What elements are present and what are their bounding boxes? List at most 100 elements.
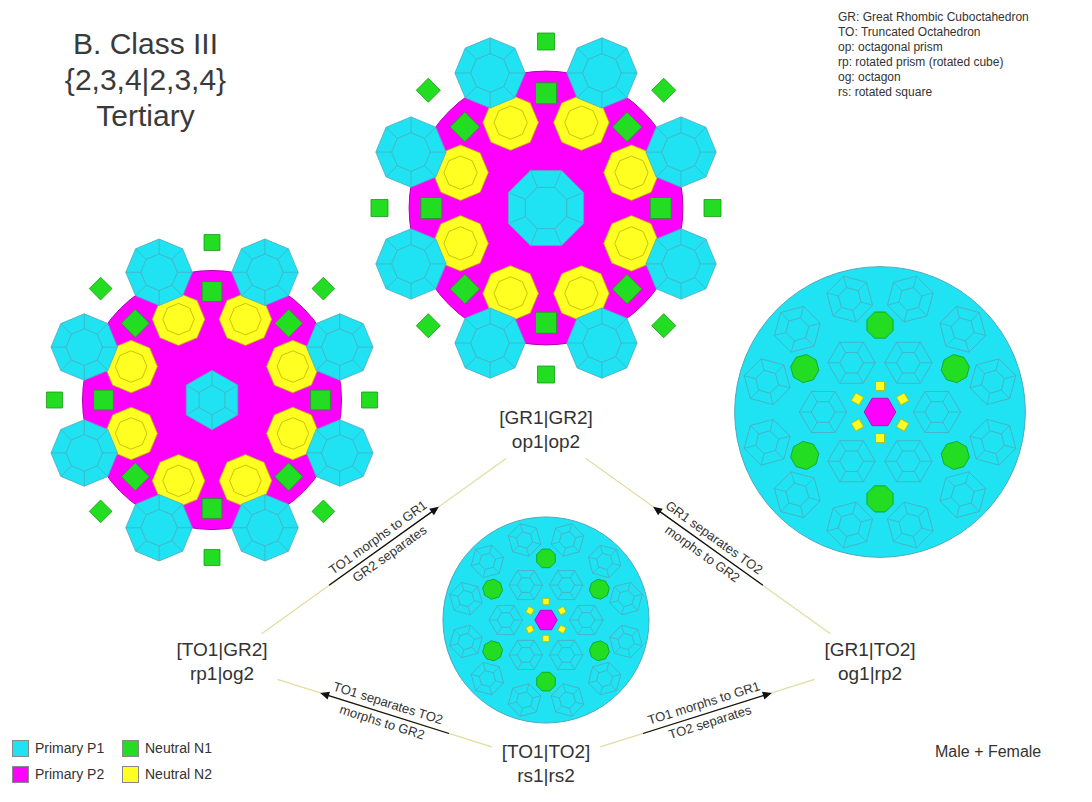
facet-edge [976,451,984,459]
facet-edge [126,272,141,273]
abbreviation-note: TO: Truncated Octahedron [838,25,981,39]
facet-edge [508,536,516,538]
facet-edge [353,429,364,440]
rotated-square [89,500,112,523]
octagon-face [321,329,358,366]
facet-edge [530,571,534,578]
facet-edge [476,685,482,691]
facet-edge [940,498,951,501]
facet-edge [490,38,491,54]
facet-edge [84,365,85,380]
truncated-octahedron [588,662,620,694]
facet-edge [863,362,875,363]
great-rhombic-cuboctahedron [567,308,637,378]
facet-edge [232,272,247,273]
facet-edge [1004,376,1015,379]
facet-edge [591,627,595,634]
facet-edge [970,436,982,439]
facet-edge [468,625,470,633]
prism-pair: rs1|rs2 [502,764,591,788]
octagon-face [392,133,431,172]
hexagon-face [199,385,225,415]
truncated-octahedron [744,359,790,405]
facet-edge [770,393,773,404]
facet-edge [212,370,213,385]
rotated-square [450,274,480,304]
rotated-square [89,277,112,300]
truncated-octahedron [885,441,932,482]
facet-edge [610,637,618,639]
facet-edge [316,466,327,477]
facet-edge [588,557,596,559]
facet-edge [809,498,820,501]
truncated-octahedron [489,606,523,635]
facet-edge [186,407,199,415]
abbreviation-note: rp: rotated prism (rotated cube) [838,55,1003,69]
facet-edge [508,702,516,704]
facet-edge [646,263,662,264]
facet-edge [591,606,595,613]
truncated-octahedron [827,276,873,322]
facet-edge [863,461,875,462]
facet-edge [833,307,841,315]
facet-edge [513,546,519,552]
facet-edge [925,422,931,432]
facet-edge [490,92,491,108]
facet-edge [278,541,289,552]
facet-edge [212,415,213,430]
facet-edge [829,392,835,402]
facet-edge [913,412,925,413]
facet-edge [858,472,864,482]
facet-edge [922,293,934,296]
transition-label: TO1 morphs to GR1 TO2 separates [642,675,773,751]
truncated-octahedron [186,370,238,430]
facet-edge [779,385,791,388]
facet-edge [136,285,147,296]
octagon-face [247,509,284,546]
facet-edge [496,681,504,683]
facet-edge [616,357,627,368]
facet-edge [827,528,839,531]
rotated-square [652,78,676,102]
octagon-face [115,351,146,383]
truncated-octahedron [970,359,1016,405]
facet-edge [840,472,846,482]
facet-edge [885,362,897,363]
facet-edge [450,594,458,596]
hexagon-face [597,553,613,569]
facet-edge [913,536,916,547]
facet-edge [425,166,436,177]
facet-edge [858,373,864,383]
truncated-octahedron [744,419,790,465]
facet-edge [159,495,160,510]
facet-edge [840,342,846,352]
facet-edge [551,696,559,698]
truncated-octahedron [887,502,933,548]
hexagon-face [982,370,1005,393]
facet-edge [510,606,514,613]
state-node: [GR1|GR2]op1|op2 [493,404,599,456]
facet-edge [885,461,897,462]
rotated-square [202,282,222,302]
facet-edge [241,541,252,552]
octagon-face [941,441,969,469]
facet-edge [51,452,66,453]
facet-edge [570,592,574,599]
facet-edge [61,360,72,371]
facet-edge [770,419,773,430]
facet-edge [570,620,578,621]
facet-edge [504,357,515,368]
facet-edge [430,152,446,153]
facet-edge [858,342,864,352]
rotated-square [704,200,721,217]
facet-edge [897,472,903,482]
abbreviation-note: og: octagon [838,70,901,84]
rotated-square [897,393,909,405]
truncated-octahedron [588,545,620,577]
facet-edge [943,392,949,402]
truncated-octahedron [885,342,932,383]
facet-edge [646,152,662,153]
facet-edge [656,278,667,289]
octagon-face [537,672,556,691]
facet-edge [570,640,574,647]
